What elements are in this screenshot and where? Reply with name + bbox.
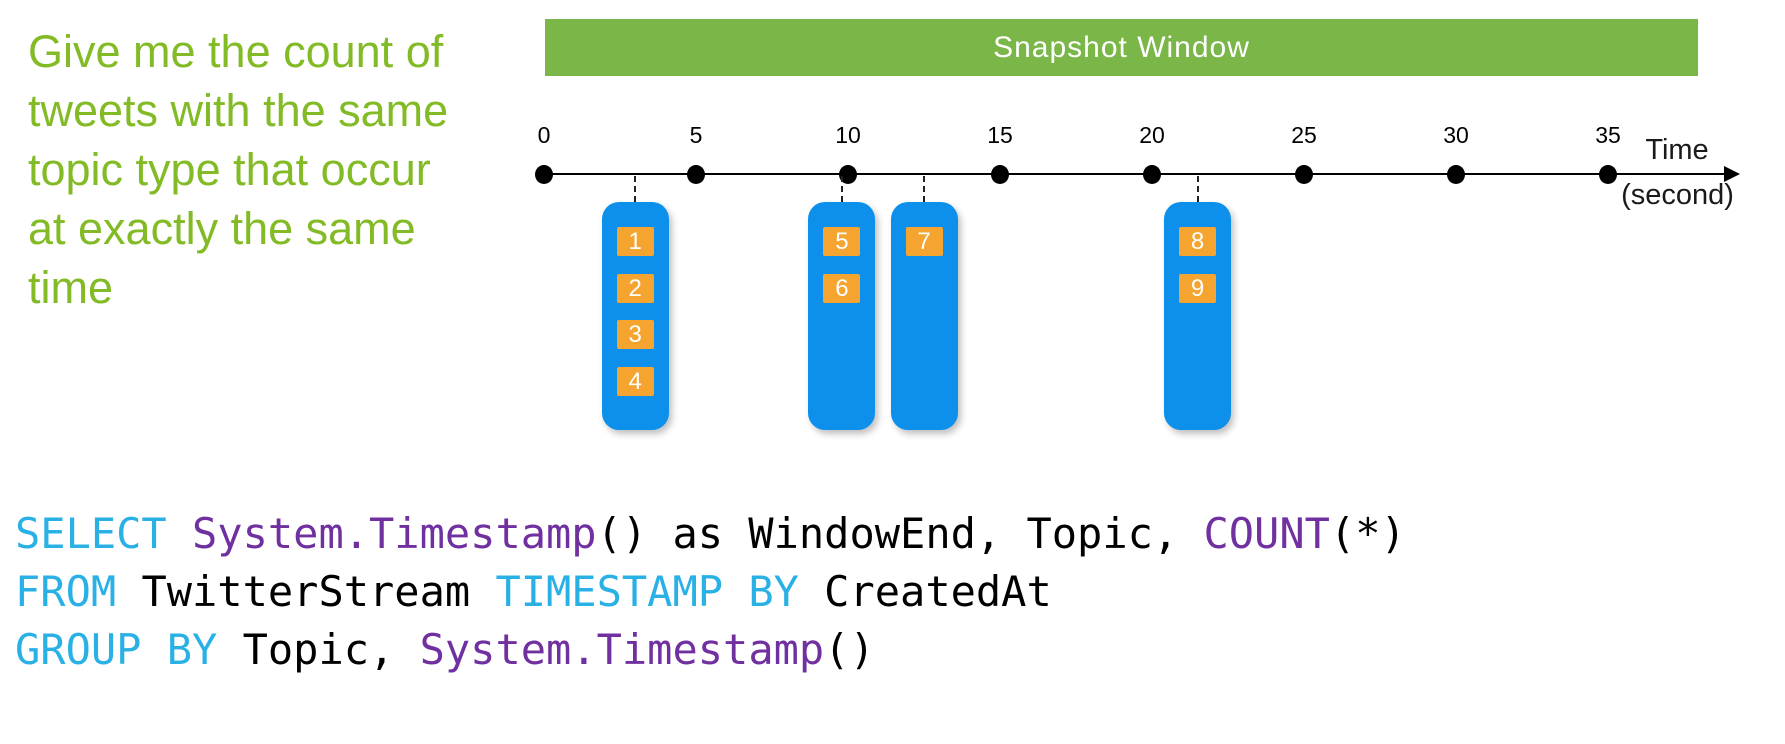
- event-tile: 4: [616, 366, 654, 396]
- event-group: 7: [890, 202, 958, 430]
- event-group: 1 2 3 4: [601, 202, 669, 430]
- sql-token-plain: TwitterStream: [116, 567, 496, 616]
- sql-token-plain: CreatedAt: [798, 567, 1052, 616]
- event-tile: 7: [905, 227, 943, 256]
- query-description-line: at exactly the same: [28, 203, 416, 254]
- snapshot-window-banner-label: Snapshot Window: [993, 30, 1250, 64]
- timeline-tick-label: 5: [689, 122, 703, 148]
- event-tile: 5: [823, 227, 861, 256]
- timeline-dot-icon: [687, 165, 705, 184]
- timeline-dot-icon: [1599, 165, 1617, 184]
- timeline-dot-icon: [1143, 165, 1161, 184]
- query-description-line: tweets with the same: [28, 85, 449, 136]
- query-description-line: Give me the count of: [28, 26, 444, 77]
- sql-token-plain: [167, 509, 192, 558]
- event-group-connector: [1196, 176, 1199, 202]
- sql-token-keyword: SELECT: [15, 509, 167, 558]
- sql-code-line: GROUP BY Topic, System.Timestamp(): [15, 621, 1406, 679]
- sql-token-plain: Topic,: [217, 625, 420, 674]
- sql-token-keyword: TIMESTAMP BY: [495, 567, 799, 616]
- event-group-connector: [634, 176, 637, 202]
- sql-token-function: System.Timestamp: [419, 625, 825, 674]
- timeline-tick-label: 10: [835, 122, 861, 148]
- sql-code-line: SELECT System.Timestamp() as WindowEnd, …: [15, 505, 1406, 563]
- timeline-dot-icon: [991, 165, 1009, 184]
- event-group-connector: [840, 176, 843, 202]
- snapshot-window-banner: Snapshot Window: [545, 19, 1698, 76]
- time-axis-unit-label: (second): [1621, 179, 1734, 211]
- sql-query: SELECT System.Timestamp() as WindowEnd, …: [15, 505, 1406, 679]
- timeline-arrow-icon: [1724, 166, 1740, 182]
- sql-token-keyword: GROUP BY: [15, 625, 218, 674]
- timeline-tick-label: 20: [1139, 122, 1165, 148]
- timeline-tick-label: 30: [1443, 122, 1469, 148]
- timeline-tick-label: 0: [537, 122, 551, 148]
- query-description-line: topic type that occur: [28, 144, 431, 195]
- event-tile: 3: [616, 320, 654, 349]
- sql-token-keyword: FROM: [15, 567, 117, 616]
- timeline-dot-icon: [535, 165, 553, 184]
- sql-token-function: COUNT: [1203, 509, 1330, 558]
- sql-code-line: FROM TwitterStream TIMESTAMP BY CreatedA…: [15, 563, 1406, 621]
- event-tile: 1: [616, 227, 654, 256]
- event-tile: 2: [616, 273, 654, 303]
- timeline-tick-label: 35: [1595, 122, 1621, 148]
- sql-token-function: System.Timestamp: [192, 509, 597, 558]
- sql-token-plain: () as WindowEnd, Topic,: [596, 509, 1204, 558]
- timeline-tick-label: 15: [987, 122, 1013, 148]
- timeline-dot-icon: [1447, 165, 1465, 184]
- time-axis-label: Time: [1645, 134, 1709, 166]
- event-tile: 9: [1179, 273, 1217, 303]
- event-tile: 8: [1179, 227, 1217, 256]
- event-group-connector: [923, 176, 925, 202]
- timeline-dot-icon: [839, 165, 857, 184]
- event-tile: 6: [823, 273, 861, 303]
- timeline-tick-label: 25: [1291, 122, 1317, 148]
- query-description: Give me the count of tweets with the same…: [28, 22, 528, 317]
- timeline-dot-icon: [1295, 165, 1313, 184]
- sql-token-plain: (): [824, 625, 875, 674]
- sql-token-plain: (*): [1329, 509, 1406, 558]
- timeline-axis-line: [544, 173, 1728, 175]
- query-description-line: time: [28, 262, 114, 313]
